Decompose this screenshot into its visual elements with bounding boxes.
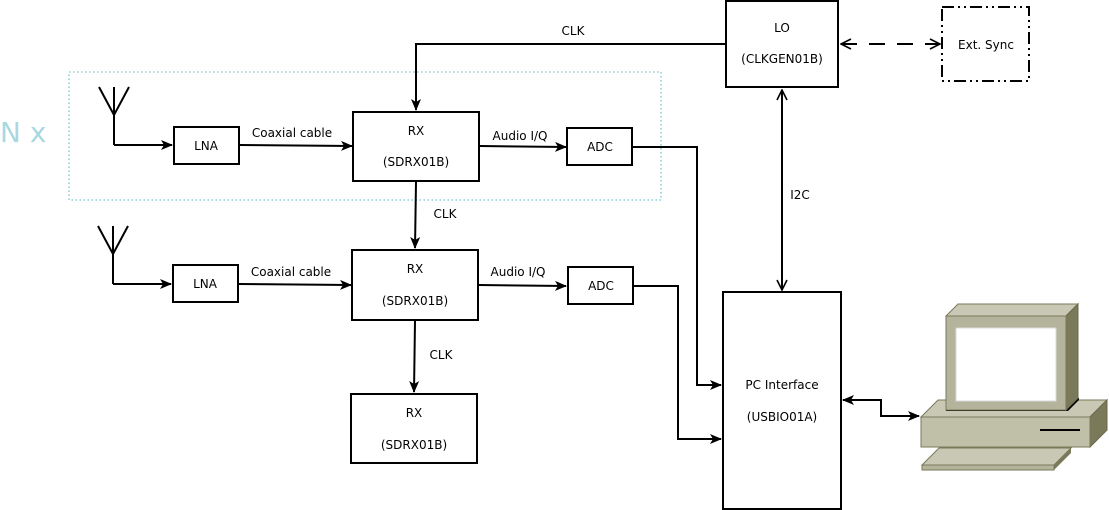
- clk-lo-label: CLK: [562, 24, 586, 38]
- adc2-label: ADC: [588, 279, 614, 293]
- audio2-label: Audio I/Q: [491, 265, 546, 279]
- rx3-title: RX: [406, 406, 423, 420]
- clk-lo-to-rx1-wire: [411, 43, 726, 111]
- ext-sync-label: Ext. Sync: [958, 38, 1014, 52]
- clk-rx1-to-rx2-wire: [410, 181, 421, 249]
- group-multiplier-label: N x: [0, 116, 46, 149]
- coax1-wire: [239, 140, 353, 151]
- lna1-label: LNA: [194, 139, 219, 153]
- i2c-label: I2C: [790, 188, 810, 202]
- rx3-block[interactable]: RX (SDRX01B): [350, 393, 478, 464]
- adc1-label: ADC: [587, 140, 613, 154]
- rx3-model: (SDRX01B): [381, 438, 447, 452]
- audio1-label: Audio I/Q: [493, 129, 548, 143]
- adc2-block[interactable]: ADC: [567, 266, 634, 305]
- antenna-icon: [97, 225, 129, 284]
- audio1-wire: [479, 141, 567, 152]
- coax2-wire: [238, 279, 352, 290]
- clk-rx2-to-rx3-wire: [409, 320, 420, 393]
- replicated-group-border: [68, 71, 662, 201]
- rx2-title: RX: [407, 262, 424, 276]
- audio2-wire: [478, 280, 567, 291]
- adc1-to-pc-interface-wire: [633, 146, 722, 390]
- usb-link: [842, 395, 920, 421]
- rx2-model: (SDRX01B): [382, 294, 448, 308]
- lna1-block[interactable]: LNA: [173, 126, 240, 165]
- rx1-title: RX: [408, 124, 425, 138]
- pc-interface-block[interactable]: PC Interface (USBIO01A): [722, 291, 842, 510]
- rx1-model: (SDRX01B): [383, 155, 449, 169]
- clk-rx2-rx3-label: CLK: [430, 348, 454, 362]
- pc-interface-model: (USBIO01A): [747, 410, 817, 424]
- clk-rx1-rx2-label: CLK: [434, 207, 458, 221]
- pc-interface-title: PC Interface: [745, 378, 818, 392]
- lna2-label: LNA: [193, 277, 218, 291]
- lo-model: (CLKGEN01B): [741, 52, 823, 66]
- adc1-block[interactable]: ADC: [566, 127, 633, 166]
- coax1-label: Coaxial cable: [252, 126, 332, 140]
- rx1-block[interactable]: RX (SDRX01B): [352, 111, 480, 182]
- adc2-to-pc-interface-wire: [634, 285, 722, 444]
- lna2-block[interactable]: LNA: [172, 264, 239, 303]
- coax2-label: Coaxial cable: [251, 265, 331, 279]
- antenna-icon: [98, 86, 130, 145]
- lo-block[interactable]: LO (CLKGEN01B): [725, 0, 839, 88]
- ext-sync-block[interactable]: Ext. Sync: [941, 6, 1030, 82]
- desktop-computer-icon[interactable]: [919, 302, 1109, 471]
- lo-title: LO: [774, 21, 790, 35]
- rx2-block[interactable]: RX (SDRX01B): [351, 249, 479, 321]
